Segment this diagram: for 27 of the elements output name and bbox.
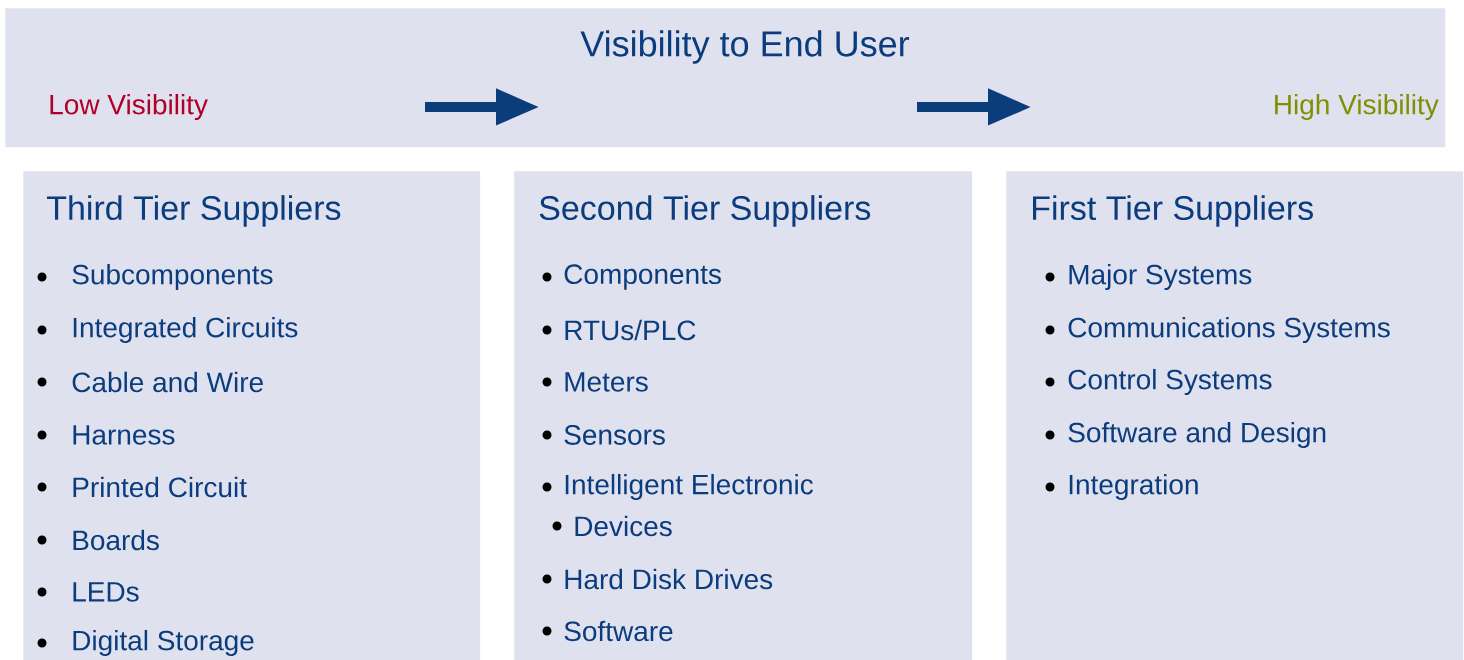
panel-heading: Second Tier Suppliers bbox=[539, 195, 871, 227]
list-item: Software and Design bbox=[1068, 421, 1326, 449]
list-item: Sensors bbox=[564, 425, 665, 445]
list-item: Printed Circuit bbox=[73, 476, 247, 498]
list-item: Integration bbox=[1069, 473, 1198, 501]
list-item: Cable and Wire bbox=[72, 371, 263, 393]
panel-heading: First Tier Suppliers bbox=[1033, 195, 1313, 227]
list-item: Integrated Circuits bbox=[73, 316, 298, 344]
list-item: Digital Storage bbox=[73, 629, 254, 657]
list-item: Subcomponents bbox=[72, 263, 273, 291]
list-item: Components bbox=[564, 264, 721, 290]
list-item: Meters bbox=[565, 372, 648, 392]
list-item: Boards bbox=[73, 529, 159, 551]
list-item: LEDs bbox=[73, 582, 139, 602]
list-item: Harness bbox=[73, 425, 175, 445]
scale-label: Low Visibility bbox=[50, 93, 208, 121]
list-item: Software bbox=[564, 620, 673, 642]
list-item: Control Systems bbox=[1068, 368, 1272, 396]
list-item: RTUs/PLC bbox=[565, 319, 696, 341]
list-item: Hard Disk Drives bbox=[565, 568, 773, 590]
list-item: Intelligent Electronic bbox=[565, 473, 813, 501]
band-title: Visibility to End User bbox=[580, 30, 910, 64]
list-item: Devices bbox=[575, 515, 672, 537]
list-item: Communications Systems bbox=[1068, 316, 1390, 344]
panel-heading: Third Tier Suppliers bbox=[47, 195, 341, 227]
list-item: Major Systems bbox=[1069, 263, 1252, 291]
scale-label: High Visibility bbox=[1275, 93, 1439, 121]
